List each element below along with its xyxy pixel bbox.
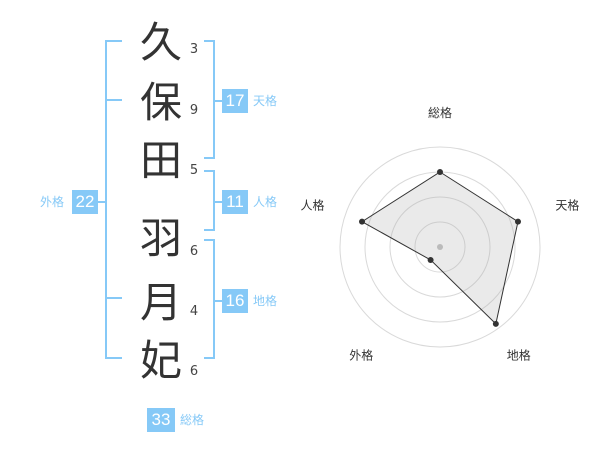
radar-ring-1 [414,221,466,273]
radar-point-2 [514,218,521,225]
gaikaku-badge: 22 [72,190,98,214]
name-char-6: 妃 [139,336,182,385]
name-char-5: 月 [139,278,182,327]
name-char-3: 田 [139,136,182,185]
radar-point-3 [492,320,499,327]
stroke-count-6: 6 [189,364,199,379]
radar-point-4 [427,256,434,263]
gaikaku-bracket [105,40,122,359]
name-char-4: 羽 [139,214,182,263]
radar-point-5 [359,218,366,225]
tenkaku-bracket [204,40,215,159]
stroke-count-4: 6 [189,244,199,259]
radar-axis-label-3: 地格 [507,347,531,362]
name-char-1: 久 [139,18,182,67]
name-char-2: 保 [139,78,182,127]
soukaku-label: 総格 [180,413,205,427]
jinkaku-bracket [204,170,215,231]
chikaku-bracket [204,239,215,359]
jinkaku-badge: 11 [222,190,248,214]
chikaku-badge: 16 [222,289,248,313]
radar-ring-2 [389,196,491,298]
tenkaku-label: 天格 [253,94,278,108]
radar-axis-label-2: 天格 [555,198,579,213]
radar-point-1 [437,169,443,175]
radar-axis-label-4: 外格 [349,347,373,362]
radar-axis-label-5: 人格 [301,198,325,213]
stroke-count-2: 9 [189,103,199,118]
radar-axis-label-1: 総格 [428,105,452,120]
radar-ring-4 [339,146,541,348]
tenkaku-badge: 17 [222,89,248,113]
radar-center-dot [437,244,443,250]
stroke-count-5: 4 [189,304,199,319]
soukaku-badge: 33 [147,408,175,432]
chikaku-label: 地格 [253,294,278,308]
jinkaku-label: 人格 [253,195,278,209]
stroke-count-3: 5 [189,163,199,178]
gaikaku-label: 外格 [40,195,65,209]
stroke-count-1: 3 [189,42,199,57]
